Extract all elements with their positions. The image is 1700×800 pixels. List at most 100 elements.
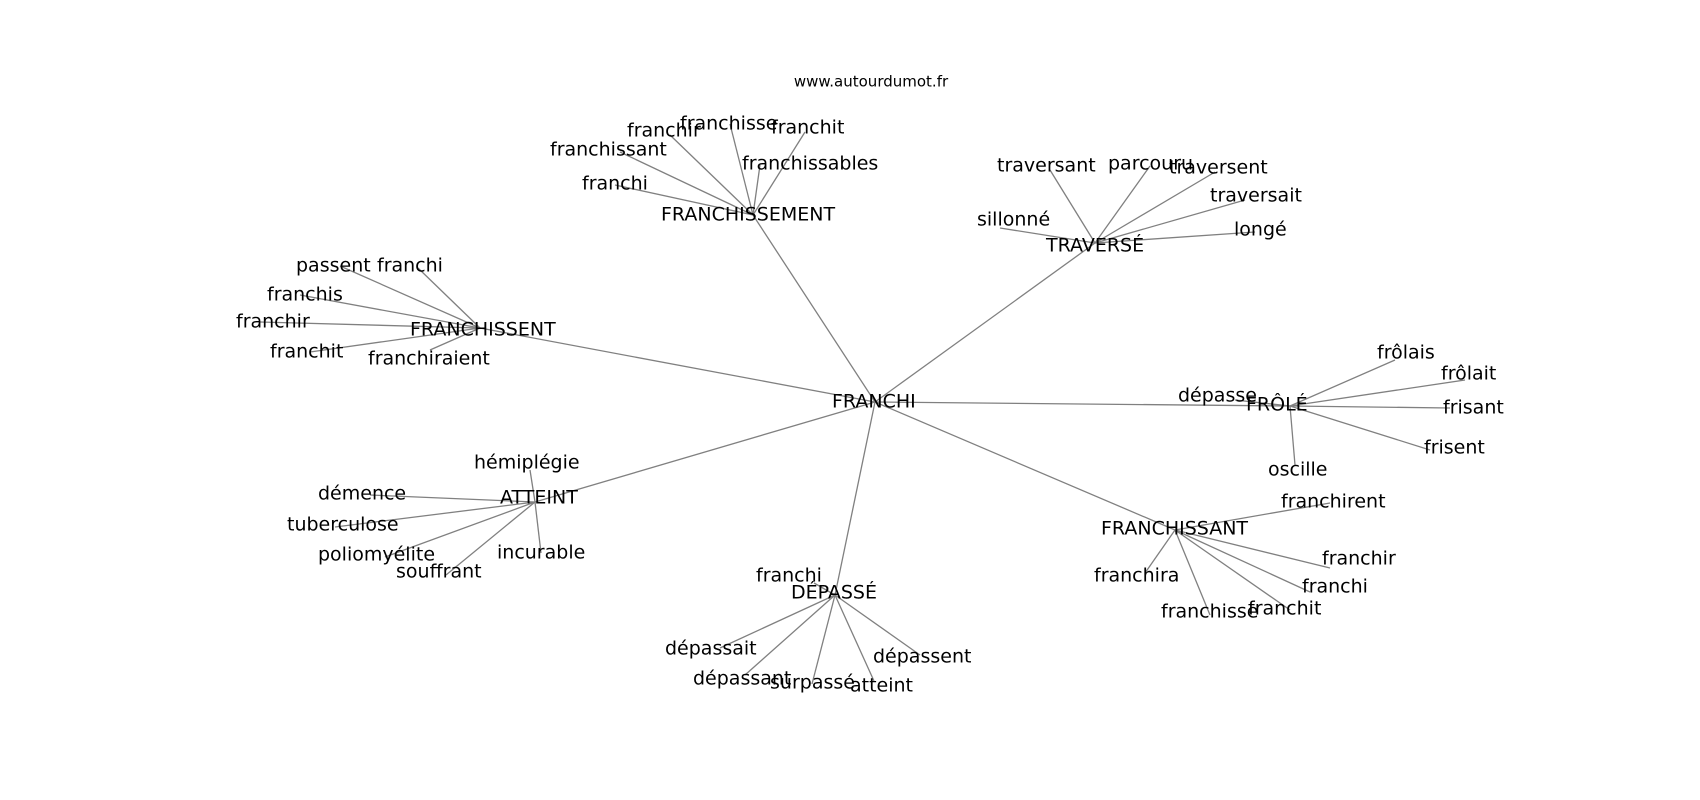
leaf-node-label[interactable]: franchi (1302, 576, 1368, 598)
edge-hub-to-leaf (744, 594, 836, 676)
edge-hub-to-leaf (445, 501, 536, 576)
leaf-node-label[interactable]: parcouru (1108, 153, 1193, 175)
leaf-node-label[interactable]: franchi (756, 565, 822, 587)
edge-hub-to-leaf (669, 134, 754, 216)
edge-hub-to-leaf (1289, 405, 1431, 451)
leaf-node-label[interactable]: franchir (236, 311, 310, 333)
leaf-node-label[interactable]: frisant (1443, 397, 1504, 419)
edge-center-to-hub (834, 401, 876, 596)
leaf-node-label[interactable]: démence (318, 483, 406, 505)
edge-hub-to-leaf (999, 227, 1096, 244)
leaf-node-label[interactable]: traversait (1210, 185, 1302, 207)
leaf-node-label[interactable]: longé (1234, 219, 1287, 241)
edge-hub-to-leaf (834, 594, 875, 682)
edge-center-to-hub (752, 214, 876, 403)
edge-hub-to-leaf (1094, 171, 1216, 244)
edge-hub-to-leaf (529, 469, 536, 503)
leaf-node-label[interactable]: traversant (997, 155, 1096, 177)
leaf-node-label[interactable]: franchissables (742, 153, 878, 175)
leaf-node-label[interactable]: franchit (270, 341, 343, 363)
edge-hub-to-leaf (811, 594, 836, 685)
edge-hub-to-leaf (309, 327, 481, 353)
hub-node-label[interactable]: TRAVERSÉ (1045, 234, 1144, 257)
leaf-node-label[interactable]: frisent (1424, 437, 1485, 459)
edge-hub-to-leaf (429, 327, 481, 351)
edge-center-to-hub (479, 327, 876, 403)
edge-hub-to-leaf (334, 501, 536, 528)
leaf-node-label[interactable]: franchit (1248, 598, 1321, 620)
leaf-node-label[interactable]: franchi (377, 255, 443, 277)
edge-hub-to-leaf (834, 594, 921, 656)
hub-node-label[interactable]: FRANCHISSENT (410, 319, 556, 341)
leaf-node-label[interactable]: poliomyélite (318, 544, 435, 566)
leaf-node-label[interactable]: frôlais (1377, 342, 1435, 364)
edge-hub-to-leaf (1174, 529, 1291, 611)
edge-hub-to-leaf (1174, 529, 1331, 569)
edge-hub-to-leaf (1289, 405, 1451, 409)
edge-hub-to-leaf (1174, 529, 1211, 616)
hub-node-label[interactable]: DÉPASSÉ (791, 581, 877, 604)
leaf-node-label[interactable]: franchir (1322, 548, 1396, 570)
edge-hub-to-leaf (417, 267, 481, 329)
center-node-label[interactable]: FRANCHI (832, 391, 916, 413)
edge-center-to-hub (874, 242, 1096, 403)
leaf-node-label[interactable]: franchi (582, 173, 648, 195)
edge-hub-to-leaf (259, 321, 481, 329)
edge-hub-to-leaf (752, 164, 761, 216)
leaf-node-label[interactable]: tuberculose (287, 514, 399, 536)
edge-hub-to-leaf (1144, 529, 1176, 574)
leaf-node-label[interactable]: dépassant (693, 668, 791, 690)
edge-hub-to-leaf (614, 184, 754, 216)
leaf-node-label[interactable]: oscille (1268, 459, 1328, 481)
leaf-node-label[interactable]: incurable (497, 542, 585, 564)
leaf-node-label[interactable]: franchit (771, 117, 844, 139)
edge-hub-to-leaf (534, 501, 542, 554)
leaf-node-label[interactable]: franchisse (1161, 601, 1258, 623)
leaf-node-label[interactable]: franchirent (1281, 491, 1386, 513)
edge-hub-to-leaf (729, 123, 754, 216)
leaf-node-label[interactable]: hémiplégie (474, 452, 580, 474)
leaf-node-label[interactable]: dépassent (873, 646, 971, 668)
edge-center-to-hub (874, 401, 1176, 531)
leaf-node-label[interactable]: franchisse (680, 113, 777, 135)
edge-hub-to-leaf (1289, 379, 1466, 407)
edge-hub-to-leaf (1094, 165, 1151, 244)
edge-hub-to-leaf (369, 494, 536, 503)
leaf-node-label[interactable]: traversent (1169, 157, 1268, 179)
edge-hub-to-leaf (1174, 529, 1311, 593)
edge-hub-to-leaf (1289, 359, 1396, 407)
leaf-node-label[interactable]: passent (296, 255, 371, 277)
source-url: www.autourdumot.fr (794, 73, 949, 91)
edges-layer (259, 123, 1466, 685)
edge-hub-to-leaf (619, 151, 754, 216)
leaf-node-label[interactable]: franchira (1094, 565, 1179, 587)
edge-hub-to-leaf (1289, 405, 1296, 466)
leaf-node-label[interactable]: franchiraient (368, 348, 490, 370)
leaf-node-label[interactable]: surpassé (770, 672, 855, 694)
leaf-node-label[interactable]: sillonné (977, 209, 1050, 231)
edge-center-to-hub (534, 401, 876, 503)
leaf-node-label[interactable]: souffrant (396, 561, 482, 583)
edge-hub-to-leaf (1234, 399, 1291, 407)
leaf-node-label[interactable]: dépasse (1178, 385, 1257, 407)
leaf-node-label[interactable]: frôlait (1441, 363, 1496, 385)
edge-hub-to-leaf (1049, 169, 1096, 244)
hub-node-label[interactable]: FRANCHISSANT (1101, 518, 1248, 540)
edge-hub-to-leaf (752, 131, 806, 216)
hub-node-label[interactable]: ATTEINT (500, 487, 578, 509)
edge-hub-to-leaf (1094, 199, 1246, 244)
leaf-node-label[interactable]: atteint (850, 675, 913, 697)
leaf-node-label[interactable]: franchissant (550, 139, 667, 161)
edge-hub-to-leaf (339, 265, 481, 329)
edge-center-to-hub (874, 401, 1291, 407)
hub-node-label[interactable]: FRANCHISSEMENT (661, 204, 835, 226)
edge-hub-to-leaf (1094, 231, 1256, 244)
leaf-node-label[interactable]: franchir (627, 120, 701, 142)
leaf-node-label[interactable]: franchis (267, 284, 343, 306)
edge-hub-to-leaf (1174, 502, 1331, 531)
leaf-node-label[interactable]: dépassait (665, 638, 757, 660)
edge-hub-to-leaf (813, 582, 836, 596)
hub-node-label[interactable]: FRÔLÉ (1246, 392, 1308, 416)
